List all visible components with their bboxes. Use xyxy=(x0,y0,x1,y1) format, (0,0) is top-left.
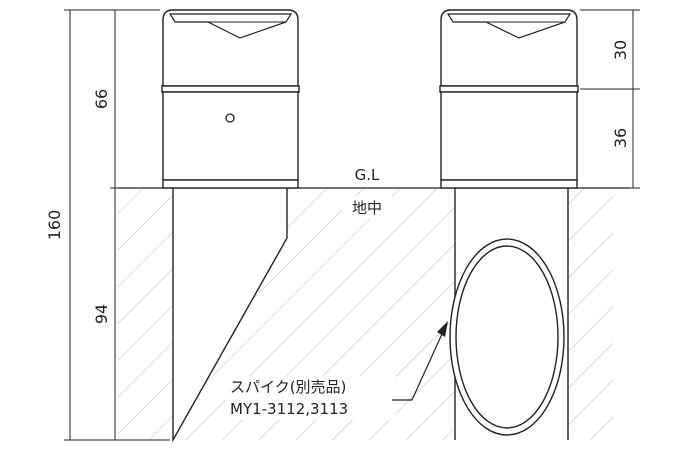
spike-leader-arrowhead xyxy=(437,321,448,337)
left-body xyxy=(162,91,299,181)
left-spike xyxy=(172,188,288,443)
spike-model-label: MY1-3112,3113 xyxy=(230,400,348,418)
dimension-lines xyxy=(64,9,640,441)
spike-name-label: スパイク(別売品) xyxy=(230,378,346,396)
left-base-ring xyxy=(162,179,299,189)
right-spike-ring-inner xyxy=(455,245,559,429)
right-band xyxy=(439,85,579,93)
right-cap xyxy=(440,9,578,87)
dim-bottom-section: 36 xyxy=(611,128,630,148)
right-product-view xyxy=(439,9,579,440)
left-spike-cutout xyxy=(173,188,287,440)
dim-below-ground: 94 xyxy=(92,304,111,324)
left-band xyxy=(161,85,300,93)
underground-label: 地中 xyxy=(352,199,382,217)
right-spike-ring-outer xyxy=(449,238,565,436)
right-body xyxy=(440,91,578,181)
left-sensor-dot xyxy=(225,113,235,123)
dim-total-height: 160 xyxy=(45,210,64,241)
dim-above-ground: 66 xyxy=(92,89,111,109)
ground-line-label: G.L xyxy=(355,166,380,184)
right-base-ring xyxy=(440,179,578,189)
spike-leader-line xyxy=(392,333,443,401)
left-product-view xyxy=(161,9,300,443)
dim-top-section: 30 xyxy=(611,40,630,60)
